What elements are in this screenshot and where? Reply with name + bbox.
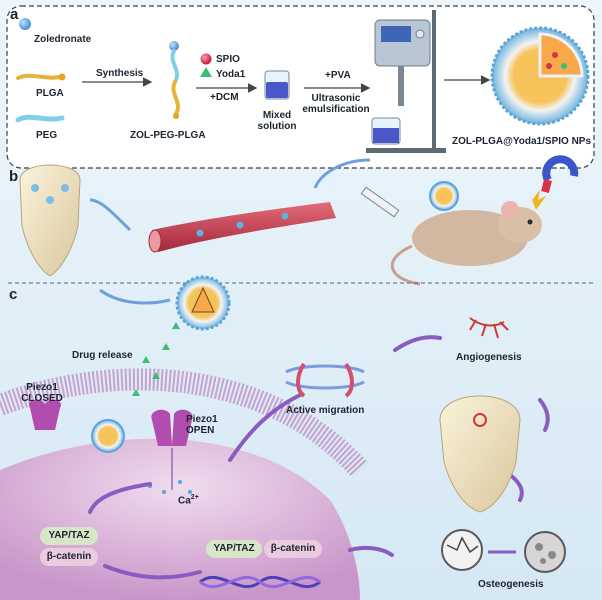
injection-arrow: [313, 158, 371, 189]
label-ultrasonic: Ultrasonic emulsification: [302, 93, 370, 115]
osteogenesis-before-icon: [441, 529, 483, 571]
label-yoda1: Yoda1: [216, 69, 246, 80]
peg-icon: [15, 114, 65, 123]
syringe-icon: [360, 186, 400, 218]
label-piezo1-open: Piezo1 OPEN: [186, 414, 218, 436]
zol-peg-plga-icon: [169, 41, 180, 119]
ultrasonic-device-icon: [366, 10, 446, 153]
panel-label-b: b: [9, 168, 19, 185]
panel-label-a: a: [10, 6, 19, 23]
angiogenesis-icon: [469, 317, 509, 339]
dna-icon: [199, 575, 321, 589]
cell-membrane: [0, 368, 369, 478]
calcium-ions: [148, 480, 192, 494]
label-calcium-text: Ca: [178, 495, 191, 507]
nanoparticle-b-icon: [429, 181, 459, 211]
piezo1-closed-icon: [28, 399, 62, 430]
osteogenesis-after-icon: [524, 531, 566, 573]
skull-c-icon: [439, 395, 521, 513]
panel-a-frame: [6, 5, 595, 169]
active-migration-icon: [285, 362, 365, 398]
label-dcm: +DCM: [210, 92, 239, 103]
skull-b-icon: [19, 164, 81, 277]
mouse-icon: [390, 201, 542, 286]
pill-yap-taz-1: YAP/TAZ: [40, 527, 98, 545]
pill-beta-catenin-2: β-catenin: [264, 540, 322, 558]
label-peg: PEG: [36, 130, 58, 141]
plga-icon: [16, 73, 62, 80]
drug-release-triangles: [132, 322, 180, 396]
label-piezo1-closed: Piezo1 CLOSED: [21, 382, 63, 404]
magnet-icon: [532, 155, 579, 210]
pill-beta-catenin-1: β-catenin: [40, 548, 98, 566]
label-zol-peg-plga: ZOL-PEG-PLGA: [130, 130, 206, 141]
nanoparticle-membrane-icon: [91, 419, 125, 453]
label-spio: SPIO: [216, 54, 240, 65]
label-plga: PLGA: [36, 88, 64, 99]
return-arrow-skull: [89, 198, 132, 232]
yoda1-icon: [200, 67, 212, 77]
label-calcium-charge: 2+: [190, 494, 199, 501]
label-calcium: Ca2+: [178, 494, 199, 506]
label-synthesis: Synthesis: [96, 68, 144, 79]
pill-yap-taz-2: YAP/TAZ: [206, 540, 262, 558]
label-pva: +PVA: [325, 70, 351, 81]
nanoparticle-icon: [490, 26, 590, 126]
zoledronate-icon: [19, 18, 31, 30]
panel-label-c: c: [9, 286, 18, 303]
label-angiogenesis: Angiogenesis: [456, 352, 522, 363]
label-osteogenesis: Osteogenesis: [478, 579, 544, 590]
label-active-migration: Active migration: [286, 405, 365, 416]
piezo1-open-icon: [151, 409, 193, 490]
label-drug-release: Drug release: [72, 350, 133, 361]
nanoparticle-c-icon: [175, 275, 231, 331]
targeting-arrow: [99, 288, 171, 305]
label-nanoparticles: ZOL-PLGA@Yoda1/SPIO NPs: [452, 136, 592, 147]
label-zoledronate: Zoledronate: [34, 34, 92, 45]
beaker-icon: [264, 70, 290, 100]
spio-icon: [200, 53, 212, 65]
label-mixed-solution: Mixed solution: [257, 110, 297, 132]
signaling-arrows: [88, 335, 550, 580]
blood-vessel-icon: [148, 202, 336, 253]
